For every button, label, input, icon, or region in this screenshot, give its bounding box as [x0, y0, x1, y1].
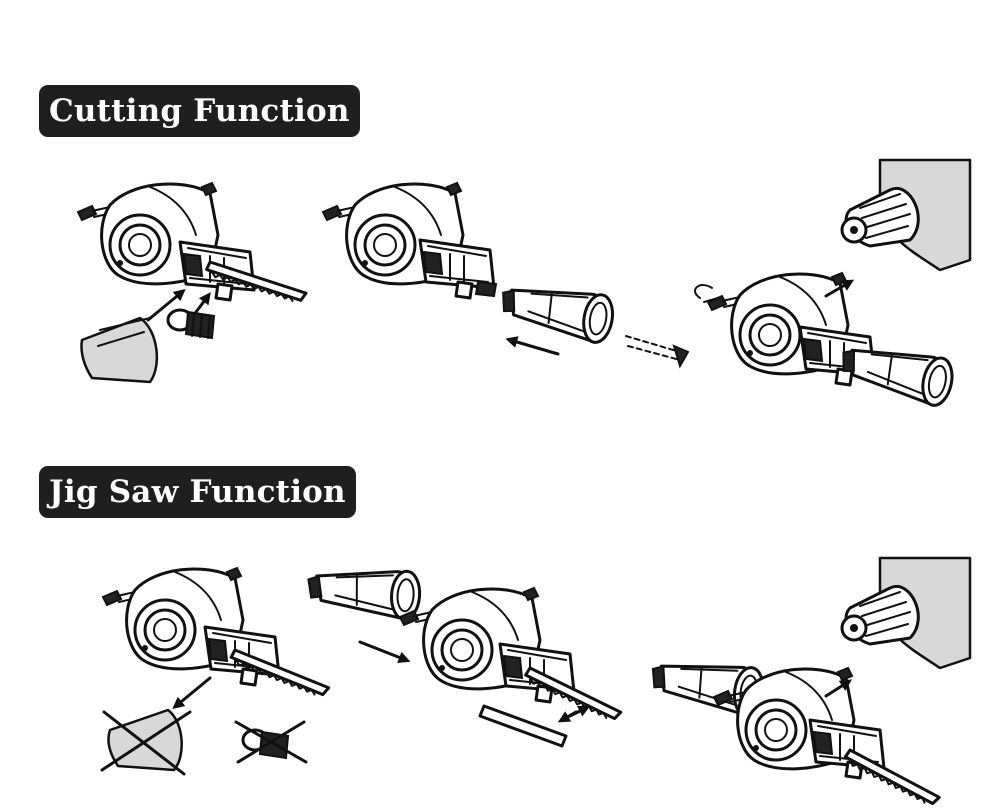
drill-chuck-icon [840, 158, 972, 272]
jigsaw-step-3 [646, 556, 972, 809]
jigsaw-step-1 [100, 566, 334, 776]
jigsaw-step-2 [304, 562, 627, 748]
hex-key-icon [694, 284, 719, 303]
arrow-icon [824, 679, 853, 698]
cutting-step-1 [76, 181, 310, 384]
arrow-icon [172, 676, 212, 710]
clamp-part-icon [166, 308, 216, 340]
handle-icon [495, 276, 618, 347]
arrow-icon [557, 710, 578, 723]
arrow-icon [505, 336, 560, 356]
arrow-icon [358, 640, 411, 663]
spare-blade-icon [478, 704, 568, 748]
arrow-icon [824, 279, 855, 298]
jig-saw-function-label: Jig Saw Function [39, 466, 356, 518]
cutting-step-2 [321, 181, 690, 369]
cutting-step-3 [694, 158, 972, 410]
end-cap-icon [672, 344, 690, 369]
arrow-icon [194, 292, 211, 314]
guard-cover-icon [100, 708, 192, 776]
guard-cover-icon [80, 316, 158, 384]
handle-icon [304, 562, 423, 622]
clamp-part-icon [234, 720, 308, 764]
arrow-icon [146, 288, 186, 322]
cutting-function-label: Cutting Function [39, 85, 360, 137]
drill-chuck-icon [840, 556, 972, 670]
